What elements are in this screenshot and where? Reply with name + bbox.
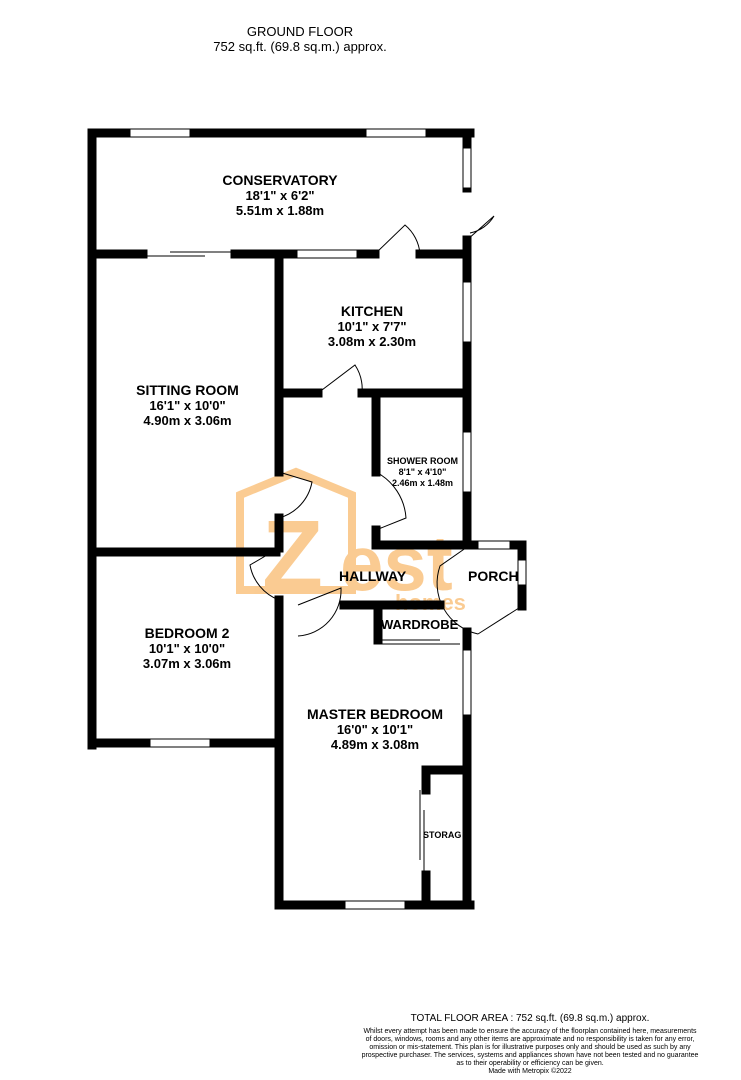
room-name: BEDROOM 2 [144, 625, 230, 641]
room-metric: 5.51m x 1.88m [235, 203, 325, 218]
room-name: MASTER BEDROOM [306, 706, 444, 722]
label-storage: STORAG [423, 830, 462, 840]
room-metric: 3.07m x 3.06m [142, 656, 232, 671]
watermark-logo: Z est homes [236, 467, 466, 615]
room-name: CONSERVATORY [222, 172, 338, 188]
footer-total-area: TOTAL FLOOR AREA : 752 sq.ft. (69.8 sq.m… [410, 1013, 650, 1024]
room-bedroom-2: BEDROOM 2 10'1" x 10'0" 3.07m x 3.06m [112, 625, 262, 671]
room-conservatory: CONSERVATORY 18'1" x 6'2" 5.51m x 1.88m [180, 172, 380, 218]
windows [129, 128, 527, 910]
room-metric: 2.46m x 1.48m [391, 478, 454, 488]
watermark-brand-rest: est [340, 519, 453, 607]
label-hallway: HALLWAY [339, 568, 407, 584]
footer-credit: Made with Metropix ©2022 [488, 1068, 572, 1075]
disclaimer-line: Whilst every attempt has been made to en… [363, 1028, 697, 1035]
footer-disclaimer: Whilst every attempt has been made to en… [330, 1028, 730, 1076]
room-imperial: 18'1" x 6'2" [245, 188, 315, 203]
room-imperial: 16'1" x 10'0" [149, 398, 226, 413]
room-name: KITCHEN [340, 303, 404, 319]
room-shower-room: SHOWER ROOM 8'1" x 4'10" 2.46m x 1.48m [380, 456, 465, 489]
room-imperial: 8'1" x 4'10" [398, 467, 447, 477]
door-swings [249, 215, 523, 637]
disclaimer-line: omission or mis-statement. This plan is … [369, 1044, 691, 1051]
room-imperial: 10'1" x 7'7" [337, 319, 407, 334]
floor-area: 752 sq.ft. (69.8 sq.m.) approx. [213, 39, 387, 54]
room-metric: 4.89m x 3.08m [330, 737, 420, 752]
room-name: SITTING ROOM [136, 382, 239, 398]
room-metric: 3.08m x 2.30m [327, 334, 417, 349]
label-wardrobe: WARDROBE [381, 617, 459, 632]
room-name: SHOWER ROOM [387, 456, 458, 466]
room-metric: 4.90m x 3.06m [143, 413, 232, 428]
floor-name: GROUND FLOOR [246, 24, 354, 39]
room-master-bedroom: MASTER BEDROOM 16'0" x 10'1" 4.89m x 3.0… [290, 706, 460, 752]
room-sitting-room: SITTING ROOM 16'1" x 10'0" 4.90m x 3.06m [110, 382, 265, 428]
label-porch: PORCH [468, 568, 519, 584]
room-kitchen: KITCHEN 10'1" x 7'7" 3.08m x 2.30m [297, 303, 447, 349]
disclaimer-line: of doors, windows, rooms and any other i… [365, 1036, 695, 1043]
room-imperial: 10'1" x 10'0" [148, 641, 226, 656]
disclaimer-line: prospective purchaser. The services, sys… [361, 1052, 699, 1059]
sliding-doors [143, 251, 460, 875]
room-imperial: 16'0" x 10'1" [336, 722, 414, 737]
disclaimer-line: as to their operability or efficiency ca… [456, 1060, 604, 1067]
